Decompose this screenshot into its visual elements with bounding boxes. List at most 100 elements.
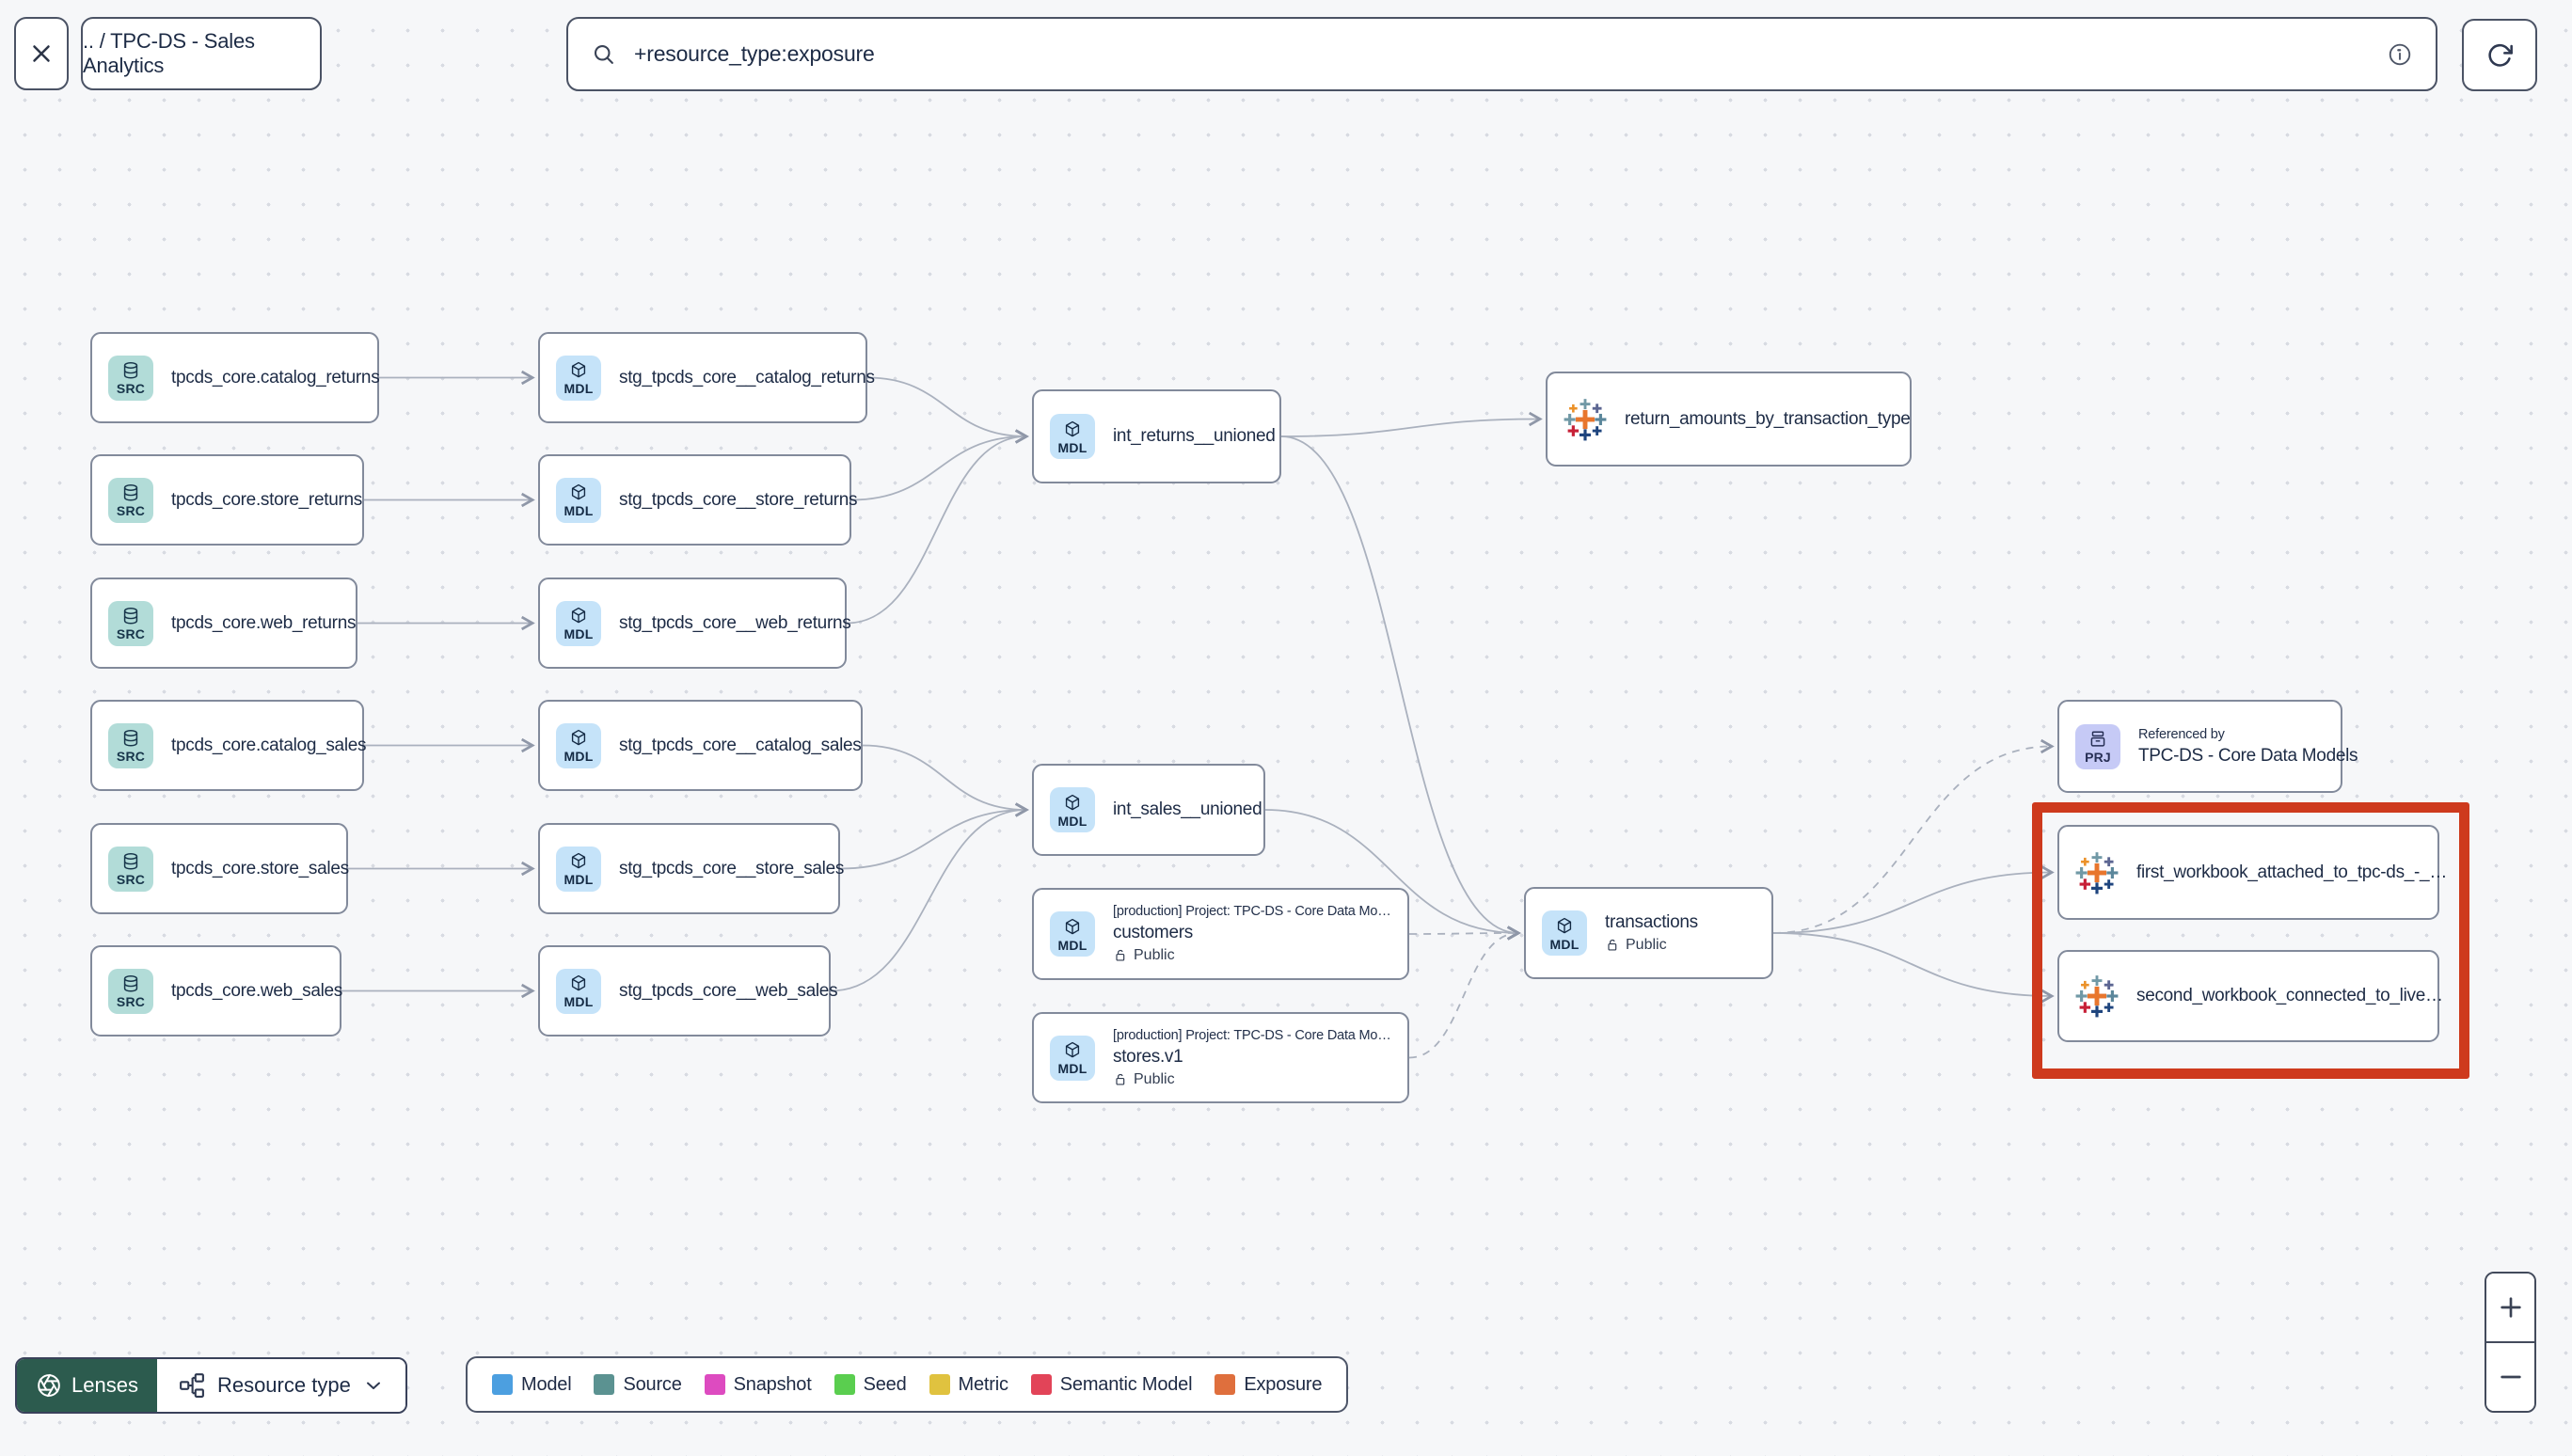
node-title: tpcds_core.web_returns <box>171 612 357 633</box>
edge-stg_web_sales-int_sales <box>830 802 1029 992</box>
node-customers[interactable]: MDL[production] Project: TPC-DS - Core D… <box>1032 888 1409 980</box>
node-return_amounts[interactable]: return_amounts_by_transaction_type <box>1546 372 1912 467</box>
legend-item-exposure: Exposure <box>1215 1374 1322 1396</box>
cube-icon <box>1065 918 1080 934</box>
aperture-icon <box>38 1373 60 1398</box>
node-title: stg_tpcds_core__web_returns <box>619 612 851 633</box>
node-second_workbook[interactable]: second_workbook_connected_to_live… <box>2057 950 2443 1042</box>
edge-transactions-second_workbook <box>1772 932 2055 1004</box>
model-badge: MDL <box>1050 414 1095 459</box>
zoom-in-button[interactable] <box>2486 1274 2534 1343</box>
zoom-out-button[interactable] <box>2486 1343 2534 1411</box>
node-stores_v1[interactable]: MDL[production] Project: TPC-DS - Core D… <box>1032 1012 1409 1103</box>
project-icon <box>2090 731 2105 747</box>
highlight-rectangle <box>2032 802 2469 1079</box>
badge-label: SRC <box>116 626 146 641</box>
node-title: second_workbook_connected_to_live… <box>2136 986 2443 1005</box>
node-src_web_returns[interactable]: SRC tpcds_core.web_returns <box>90 578 357 669</box>
model-badge: MDL <box>1050 787 1095 832</box>
breadcrumb[interactable]: .. / TPC-DS - Sales Analytics <box>81 17 322 90</box>
lenses-button[interactable]: Lenses <box>17 1359 157 1412</box>
cube-icon <box>1065 420 1080 436</box>
badge-label: SRC <box>116 381 146 396</box>
search-input[interactable] <box>632 40 2372 68</box>
badge-label: SRC <box>116 994 146 1009</box>
cube-icon <box>1557 917 1572 933</box>
edge-stores_v1-transactions <box>1408 926 1521 1059</box>
legend-label: Semantic Model <box>1059 1373 1193 1395</box>
badge-label: MDL <box>564 503 594 518</box>
tableau-icon <box>2075 851 2119 894</box>
node-title: stg_tpcds_core__store_sales <box>619 858 845 878</box>
node-title: tpcds_core.store_returns <box>171 489 362 510</box>
node-title: tpcds_core.catalog_sales <box>171 735 367 755</box>
search-bar[interactable] <box>566 17 2437 91</box>
cube-icon <box>571 852 586 869</box>
node-src_catalog_sales[interactable]: SRC tpcds_core.catalog_sales <box>90 700 367 791</box>
source-badge: SRC <box>108 600 153 646</box>
hierarchy-icon <box>180 1373 204 1398</box>
node-src_web_sales[interactable]: SRC tpcds_core.web_sales <box>90 945 342 1037</box>
database-icon <box>123 484 138 501</box>
edge-stg_store_returns-int_returns <box>850 429 1029 501</box>
resource-type-selector[interactable]: Resource type <box>156 1359 405 1412</box>
badge-label: MDL <box>564 872 594 887</box>
info-icon[interactable] <box>2387 41 2413 68</box>
node-title: TPC-DS - Core Data Models <box>2138 745 2358 766</box>
cube-icon <box>1065 1041 1080 1058</box>
zoom-controls[interactable] <box>2485 1272 2536 1413</box>
refresh-button[interactable] <box>2462 19 2537 91</box>
edge-int_returns-transactions <box>1280 435 1521 941</box>
legend-swatch <box>1030 1374 1052 1395</box>
node-title: stores.v1 <box>1113 1046 1183 1067</box>
node-stg_store_sales[interactable]: MDL stg_tpcds_core__store_sales <box>538 823 845 914</box>
badge-label: MDL <box>1057 937 1088 953</box>
node-stg_web_returns[interactable]: MDL stg_tpcds_core__web_returns <box>538 578 851 669</box>
node-title: tpcds_core.web_sales <box>171 980 342 1001</box>
legend-label: Exposure <box>1244 1373 1323 1395</box>
model-badge: MDL <box>556 600 601 646</box>
cube-icon <box>1065 794 1080 810</box>
edge-int_returns-return_amounts <box>1280 411 1543 437</box>
legend-item-semantic-model: Semantic Model <box>1030 1373 1193 1396</box>
legend-item-model: Model <box>492 1374 572 1396</box>
edge-int_sales-transactions <box>1264 809 1521 941</box>
legend-label: Seed <box>863 1373 907 1395</box>
node-title: customers <box>1113 923 1193 942</box>
node-title: int_sales__unioned <box>1113 799 1262 819</box>
resource-type-label: Resource type <box>216 1373 351 1397</box>
node-subtitle: Referenced by <box>2138 726 2225 742</box>
node-first_workbook[interactable]: first_workbook_attached_to_tpc-ds_-_… <box>2057 825 2447 920</box>
badge-label: MDL <box>564 626 594 641</box>
search-icon <box>594 44 613 64</box>
source-badge: SRC <box>108 722 153 768</box>
badge-label: MDL <box>1549 936 1580 952</box>
database-icon <box>123 362 138 379</box>
database-icon <box>123 853 138 870</box>
lenses-control[interactable]: Lenses Resource type <box>15 1357 407 1414</box>
legend-item-snapshot: Snapshot <box>704 1374 812 1396</box>
node-int_sales[interactable]: MDL int_sales__unioned <box>1032 764 1265 856</box>
tableau-icon <box>2075 975 2119 1018</box>
legend-item-source: Source <box>594 1374 682 1396</box>
node-src_catalog_returns[interactable]: SRC tpcds_core.catalog_returns <box>90 332 380 423</box>
node-title: stg_tpcds_core__catalog_sales <box>619 735 862 755</box>
plus-icon <box>2500 1297 2521 1318</box>
edge-stg_web_returns-int_returns <box>846 429 1029 625</box>
node-title: tpcds_core.catalog_returns <box>171 367 380 388</box>
source-badge: SRC <box>108 355 153 401</box>
close-button[interactable] <box>14 17 69 90</box>
badge-label: SRC <box>116 749 146 764</box>
legend-item-seed: Seed <box>834 1374 907 1396</box>
legend-swatch <box>929 1374 950 1395</box>
